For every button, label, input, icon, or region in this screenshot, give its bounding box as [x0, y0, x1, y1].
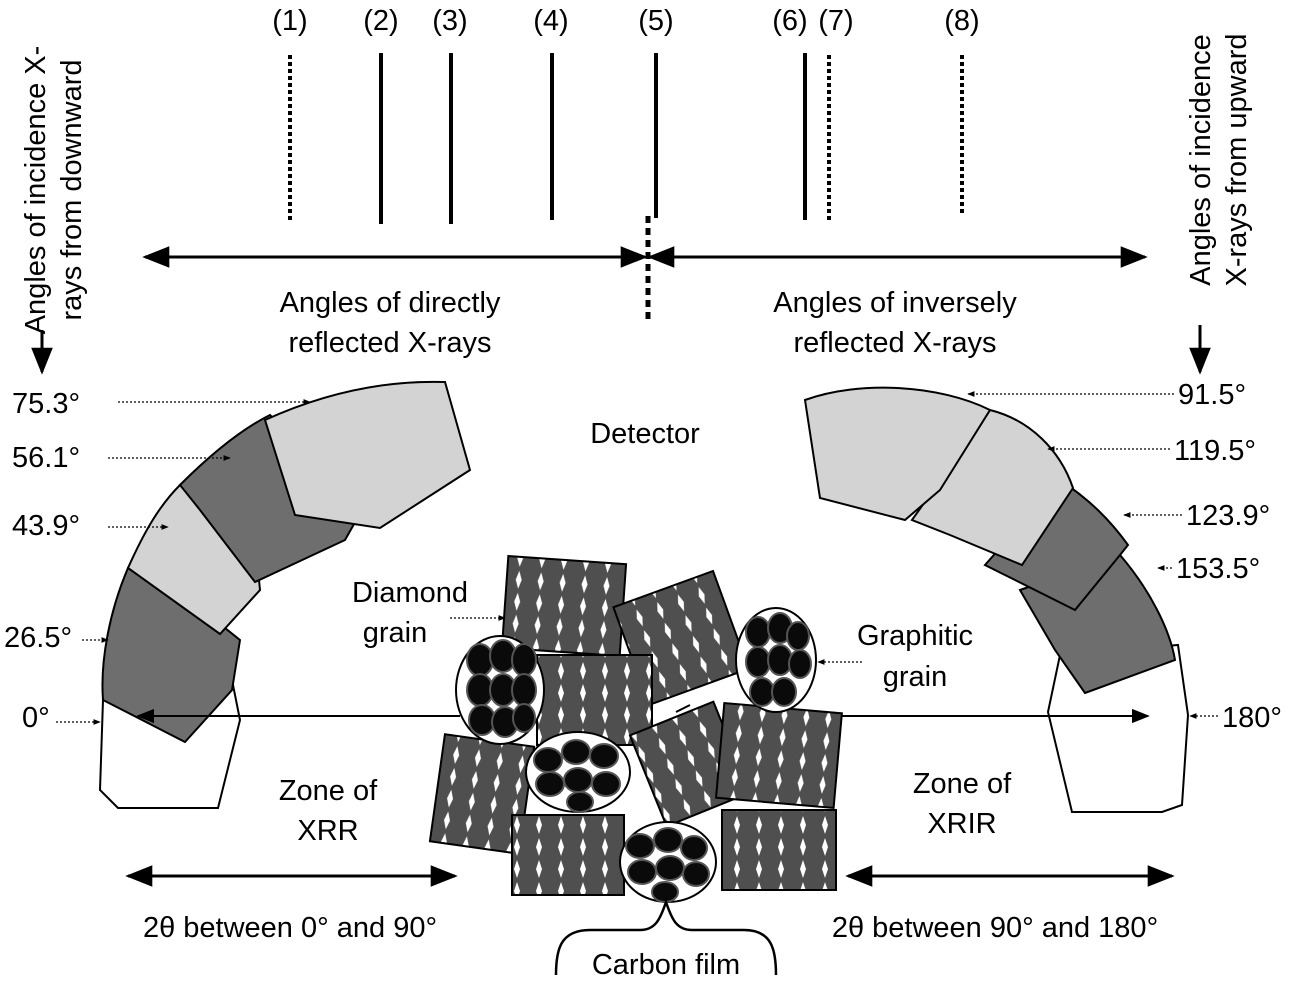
right-segment-light-mid — [910, 408, 1075, 567]
right-angle-pointers — [967, 391, 1218, 719]
right-angle-labels: 91.5° 119.5° 123.9° 153.5° 180° — [1174, 379, 1282, 734]
left-angle-0: 0° — [22, 702, 50, 734]
graphitic-label-line2: grain — [883, 661, 948, 693]
graphite-cell — [589, 743, 619, 769]
incidence-up-line2: X-rays from upward — [1221, 33, 1253, 286]
graphite-cell — [745, 646, 771, 678]
graphite-cell — [771, 677, 797, 707]
left-segment-dark-low — [101, 566, 242, 744]
inverse-label-line2: reflected X-rays — [793, 327, 996, 359]
graphite-cell — [682, 861, 710, 887]
right-segment-light-top — [803, 386, 992, 522]
diamond-label-line2: grain — [363, 617, 428, 649]
range-left-label: 2θ between 0° and 90° — [143, 912, 437, 944]
diamond-grain — [721, 809, 837, 891]
graphite-cell — [788, 649, 812, 679]
line-label-5: (5) — [638, 5, 673, 37]
diamond-grain — [714, 701, 843, 810]
zone-xrr-line2: XRR — [297, 815, 358, 847]
line-label-3: (3) — [432, 5, 467, 37]
graphite-cell — [466, 643, 494, 677]
left-angle-75: 75.3° — [12, 388, 80, 420]
graphite-cell — [786, 621, 810, 651]
reflection-lines — [288, 53, 964, 320]
left-angle-labels: 75.3° 56.1° 43.9° 26.5° 0° — [4, 388, 80, 734]
line-label-2: (2) — [363, 5, 398, 37]
graphite-cell — [535, 771, 565, 797]
graphite-cell — [561, 739, 591, 765]
diamond-grain — [536, 654, 653, 746]
graphite-cell — [591, 771, 621, 797]
right-angle-91: 91.5° — [1178, 379, 1246, 411]
incident-ray — [675, 704, 691, 713]
graphite-cell — [511, 673, 537, 707]
line-label-6: (6) — [772, 5, 807, 37]
detector-label: Detector — [590, 418, 700, 450]
zone-xrir-line2: XRIR — [927, 808, 996, 840]
right-angle-123: 123.9° — [1186, 500, 1270, 532]
line-label-4: (4) — [533, 5, 568, 37]
left-segment-light-top — [263, 380, 472, 530]
left-angle-43: 43.9° — [12, 510, 80, 542]
zone-xrr-line1: Zone of — [279, 775, 378, 807]
graphite-cell — [563, 767, 593, 793]
graphite-cell — [745, 616, 771, 648]
graphite-layers — [466, 612, 812, 903]
incidence-up-label: Angles of incidence X-rays from upward — [1185, 33, 1253, 286]
direct-label-line2: reflected X-rays — [288, 327, 491, 359]
graphite-cell — [533, 747, 563, 773]
graphite-cell — [767, 644, 793, 676]
right-angle-153: 153.5° — [1176, 553, 1260, 585]
line-label-1: (1) — [272, 5, 307, 37]
incidence-down-label: Angles of incidence X- rays from downwar… — [20, 46, 88, 335]
left-angle-pointers — [56, 399, 311, 725]
diamond-grain — [511, 814, 625, 896]
incidence-down-line2: rays from downward — [56, 59, 88, 320]
left-angle-26: 26.5° — [4, 622, 72, 654]
graphite-cell — [749, 677, 775, 707]
right-angle-180: 180° — [1222, 702, 1282, 734]
carbon-film-label: Carbon film — [592, 949, 740, 981]
graphitic-label-line1: Graphitic — [857, 620, 973, 652]
graphite-cell — [655, 855, 685, 881]
graphite-cell — [625, 833, 655, 859]
diamond-label-line1: Diamond — [352, 577, 468, 609]
range-right-label: 2θ between 90° and 180° — [832, 912, 1158, 944]
direct-label-line1: Angles of directly — [280, 287, 501, 319]
graphite-cell — [512, 703, 536, 733]
graphite-cell — [651, 881, 679, 903]
line-label-8: (8) — [944, 5, 979, 37]
line-labels: (1) (2) (3) (4) (5) (6) (7) (8) — [272, 5, 979, 37]
graphite-cell — [680, 835, 708, 861]
incidence-down-line1: Angles of incidence X- — [20, 46, 52, 335]
inverse-label-line1: Angles of inversely — [773, 287, 1017, 319]
graphite-cell — [627, 859, 657, 885]
right-detector — [803, 386, 1190, 813]
graphite-cell — [511, 643, 537, 677]
incidence-up-line1: Angles of incidence — [1185, 34, 1217, 286]
zone-xrir-line1: Zone of — [913, 768, 1012, 800]
line-label-7: (7) — [818, 5, 853, 37]
graphite-cell — [653, 827, 683, 853]
left-detector — [98, 380, 472, 809]
right-angle-119: 119.5° — [1174, 435, 1256, 467]
graphite-cell — [566, 791, 594, 813]
left-angle-56: 56.1° — [12, 442, 80, 474]
carbon-film-brace — [554, 898, 778, 976]
